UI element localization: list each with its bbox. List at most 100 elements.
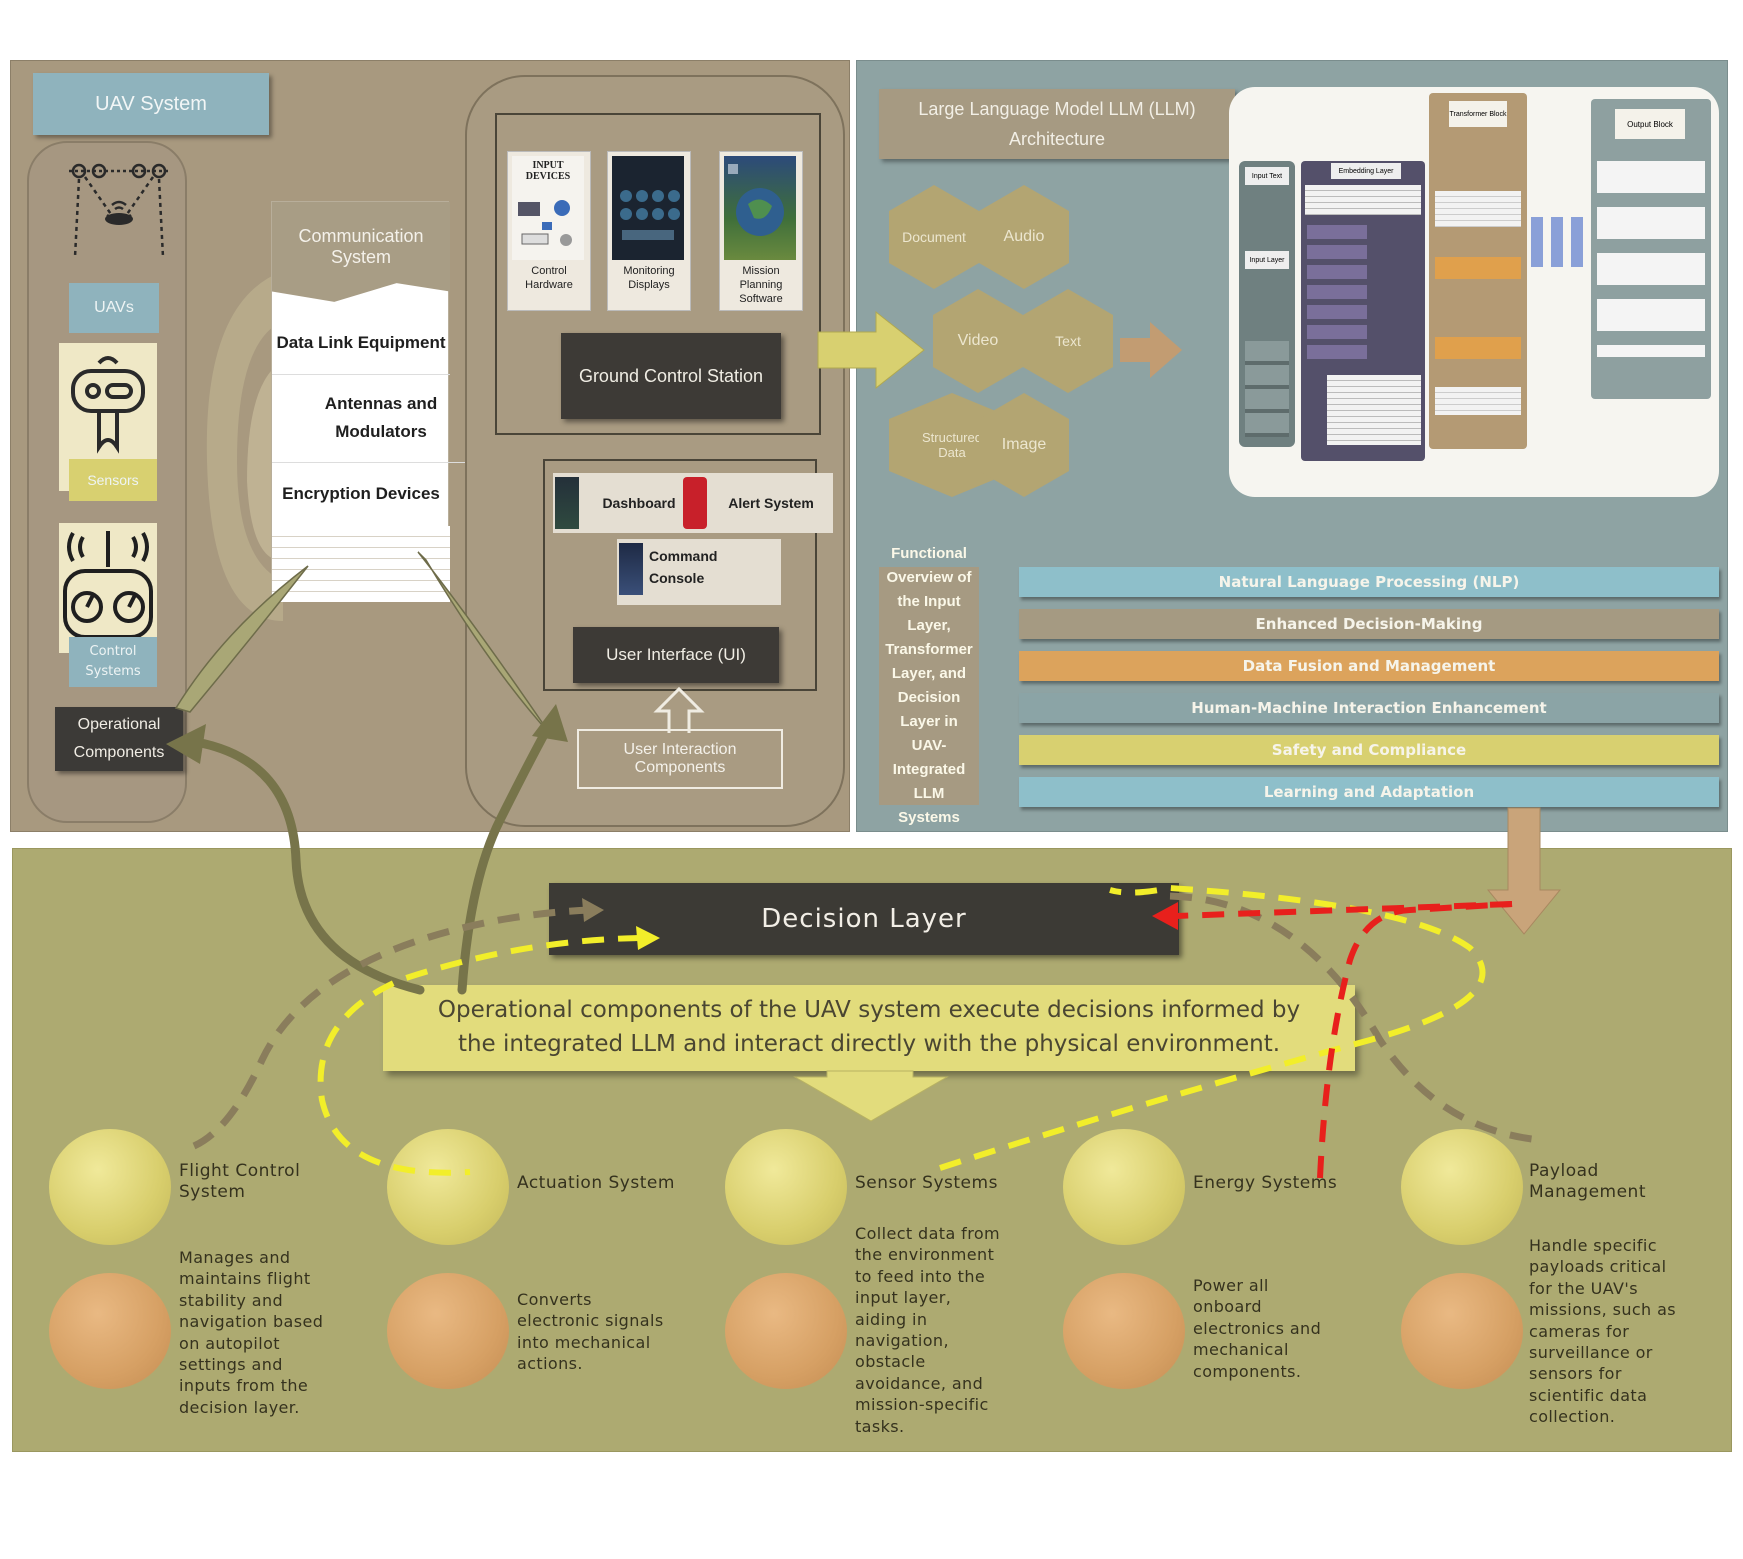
input-devices-label: INPUT DEVICES bbox=[525, 160, 571, 182]
uavs-label: UAVs bbox=[69, 283, 159, 333]
operational-components-box: Operational Components bbox=[55, 707, 183, 771]
desc-line: stability and bbox=[179, 1290, 284, 1310]
desc-line: missions, such as bbox=[1529, 1300, 1677, 1320]
modality-video: Video bbox=[933, 289, 1023, 393]
desc-line: Handle specific bbox=[1529, 1236, 1657, 1255]
bar-nlp: Natural Language Processing (NLP) bbox=[1019, 567, 1719, 597]
mission-planning-caption: Mission Planning Software bbox=[739, 265, 783, 305]
dashboard-tile: Dashboard bbox=[553, 473, 699, 533]
ground-control-station-group bbox=[495, 113, 821, 435]
bar-safety: Safety and Compliance bbox=[1019, 735, 1719, 765]
desc-line: Collect data from bbox=[855, 1224, 1001, 1243]
desc-line: settings and bbox=[179, 1355, 283, 1375]
mission-planning-image bbox=[724, 156, 796, 260]
uav-system-title: UAV System bbox=[33, 73, 269, 135]
desc-line: avoidance, and bbox=[855, 1373, 984, 1393]
dashboard-thumbnail bbox=[555, 477, 579, 529]
command-console-tile: Command Console bbox=[617, 539, 781, 605]
statement-line-1: Operational components of the UAV system… bbox=[437, 997, 1301, 1023]
mission-planning-tile: Mission Planning Software bbox=[719, 151, 803, 311]
desc-line: for the UAV's bbox=[1529, 1278, 1638, 1298]
transformer-orange-1 bbox=[1435, 257, 1521, 279]
llm-architecture-title: Large Language Model LLM (LLM) Architect… bbox=[879, 89, 1235, 159]
payload-name-1: Payload bbox=[1529, 1161, 1599, 1181]
desc-line: into mechanical bbox=[517, 1332, 651, 1352]
payload-desc-circle bbox=[1401, 1273, 1523, 1389]
embedding-blocks bbox=[1307, 225, 1367, 365]
transformer-block: Transformer Block bbox=[1429, 93, 1527, 449]
desc-line: payloads critical bbox=[1529, 1257, 1667, 1277]
modality-document: Document bbox=[889, 185, 979, 289]
input-devices-image: INPUT DEVICES bbox=[512, 156, 584, 260]
energy-systems-circle bbox=[1063, 1129, 1185, 1245]
sensor-systems-desc-circle bbox=[725, 1273, 847, 1389]
desc-line: Manages and bbox=[179, 1248, 291, 1267]
transformer-text-lines-2 bbox=[1435, 387, 1521, 415]
desc-line: to feed into the bbox=[855, 1266, 986, 1286]
input-layer-label: Input Layer bbox=[1245, 251, 1289, 269]
control-label-line-2: Systems bbox=[85, 664, 141, 679]
desc-line: Power all bbox=[1193, 1276, 1269, 1295]
desc-line: navigation based bbox=[179, 1312, 324, 1332]
decision-layer-panel: Decision Layer Operational components of… bbox=[12, 848, 1732, 1452]
bar-data-fusion: Data Fusion and Management bbox=[1019, 651, 1719, 681]
antennas-modulators-item: Antennas and Modulators bbox=[272, 374, 490, 463]
transformer-text-lines bbox=[1435, 191, 1521, 227]
communication-system-title: Communication System bbox=[272, 202, 450, 302]
payload-name: Payload Management bbox=[1529, 1161, 1646, 1203]
desc-line: onboard bbox=[1193, 1297, 1262, 1317]
uav-system-panel: UAV System UAVs Se bbox=[10, 60, 850, 832]
monitoring-displays-tile: Monitoring Displays bbox=[607, 151, 691, 311]
actuation-desc-circle bbox=[387, 1273, 509, 1389]
dashboard-label: Dashboard bbox=[602, 495, 676, 511]
embedding-layer-label: Embedding Layer bbox=[1331, 163, 1401, 179]
functional-overview-box: Functional Overview of the Input Layer, … bbox=[879, 545, 979, 826]
sensor-systems-name: Sensor Systems bbox=[855, 1173, 998, 1193]
desc-line: surveillance or bbox=[1529, 1343, 1653, 1363]
desc-line: actions. bbox=[517, 1354, 583, 1374]
desc-line: on autopilot bbox=[179, 1333, 280, 1353]
control-hardware-caption: Control Hardware bbox=[525, 265, 573, 291]
energy-systems-name: Energy Systems bbox=[1193, 1173, 1338, 1193]
output-text-lines bbox=[1597, 161, 1705, 357]
actuation-name: Actuation System bbox=[517, 1173, 675, 1193]
alert-system-tile: Alert System bbox=[681, 473, 833, 533]
flight-control-desc-circle bbox=[49, 1273, 171, 1389]
desc-line: input layer, bbox=[855, 1288, 952, 1308]
desc-line: mission-specific bbox=[855, 1395, 989, 1415]
bar-hmi: Human-Machine Interaction Enhancement bbox=[1019, 693, 1719, 723]
output-block: Output Block bbox=[1591, 99, 1711, 399]
user-interaction-components-box: User Interaction Components bbox=[577, 729, 783, 789]
desc-line: maintains flight bbox=[179, 1269, 311, 1289]
user-interface-button[interactable]: User Interface (UI) bbox=[573, 627, 779, 683]
bar-learning: Learning and Adaptation bbox=[1019, 777, 1719, 807]
actuation-circle bbox=[387, 1129, 509, 1245]
payload-name-2: Management bbox=[1529, 1182, 1646, 1202]
desc-line: the environment bbox=[855, 1245, 995, 1265]
desc-line: electronic signals bbox=[517, 1311, 664, 1331]
modality-audio: Audio bbox=[979, 185, 1069, 289]
data-link-equipment-item: Data Link Equipment bbox=[272, 312, 450, 375]
control-label-line-1: Control bbox=[89, 644, 137, 659]
ground-control-station-button[interactable]: Ground Control Station bbox=[561, 333, 781, 419]
desc-line: decision layer. bbox=[179, 1397, 300, 1417]
actuation-description: Converts electronic signals into mechani… bbox=[517, 1289, 664, 1375]
modality-image: Image bbox=[979, 393, 1069, 497]
llm-title-line-1: Large Language Model LLM (LLM) bbox=[918, 99, 1196, 119]
communication-system-box: Communication System Data Link Equipment… bbox=[271, 201, 490, 602]
bar-decision-making: Enhanced Decision-Making bbox=[1019, 609, 1719, 639]
control-hardware-tile: INPUT DEVICES Control Hardware bbox=[507, 151, 591, 311]
desc-line: collection. bbox=[1529, 1407, 1616, 1427]
alert-icon bbox=[683, 477, 707, 529]
statement-line-2: the integrated LLM and interact directly… bbox=[457, 1031, 1281, 1057]
flight-control-name-2: System bbox=[179, 1182, 246, 1202]
output-block-label: Output Block bbox=[1615, 109, 1685, 139]
desc-line: tasks. bbox=[855, 1416, 905, 1436]
comm-stack-lines bbox=[272, 526, 450, 602]
energy-systems-description: Power all onboard electronics and mechan… bbox=[1193, 1275, 1321, 1382]
desc-line: scientific data bbox=[1529, 1385, 1648, 1405]
sensor-systems-circle bbox=[725, 1129, 847, 1245]
llm-architecture-panel: Large Language Model LLM (LLM) Architect… bbox=[856, 60, 1728, 832]
llm-title-line-2: Architecture bbox=[1008, 129, 1106, 149]
embedding-output-lines bbox=[1327, 375, 1421, 445]
